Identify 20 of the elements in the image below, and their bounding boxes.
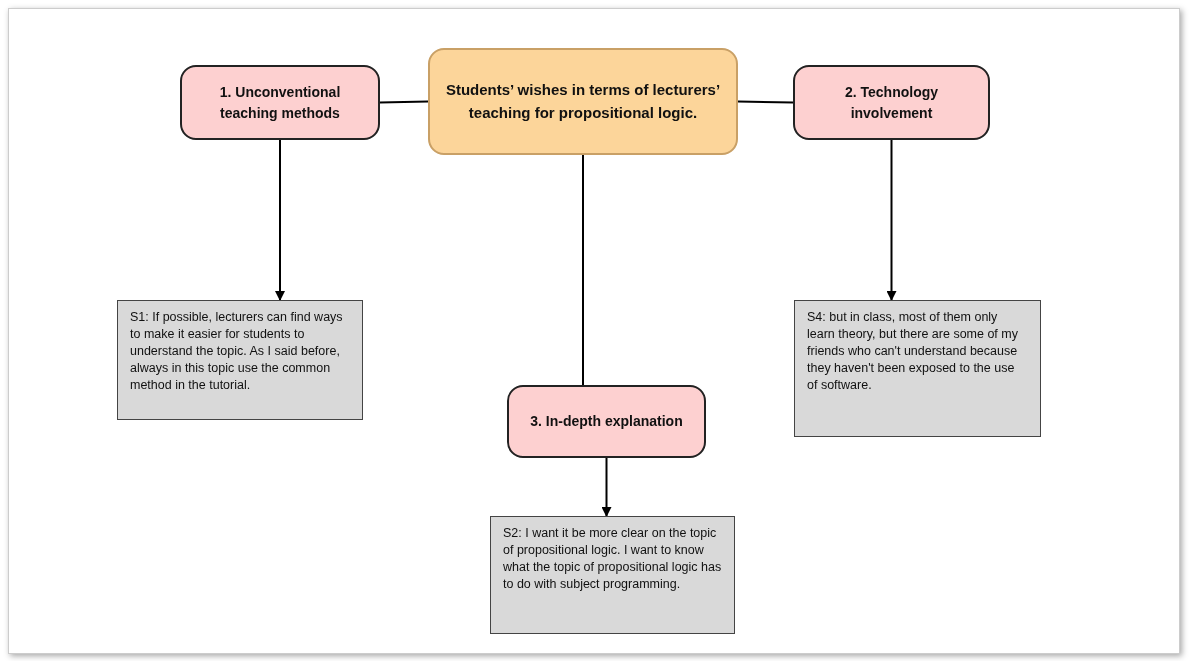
arrow xyxy=(601,457,612,517)
theme-box xyxy=(793,65,990,140)
central-topic-box xyxy=(428,48,738,155)
quote-box xyxy=(117,300,363,420)
box-label: 3. In-depth explanation xyxy=(530,412,683,431)
quote-text: S1: If possible, lecturers can find ways to make it easier for students to understand the topic. As I said before, always in this topic use the common method in the tutorial. xyxy=(130,309,344,394)
quote-box xyxy=(490,516,735,634)
quote-text: S4: but in class, most of them only learn theory, but there are some of my friends who can't understand because they haven't been exposed to the use of software. xyxy=(807,309,1019,394)
box-label: Students’ wishes in terms of lecturers’ teaching for propositional logic. xyxy=(444,80,722,123)
theme-box xyxy=(507,385,706,458)
quote-text: S2: I want it be more clear on the topic of propositional logic. I want to know what the topic of propositional logic has to do with subject programming. xyxy=(503,525,722,593)
connector-line xyxy=(737,100,794,104)
arrow xyxy=(886,139,897,301)
box-label: 1. Unconventional teaching methods xyxy=(218,82,342,123)
quote-box xyxy=(794,300,1041,437)
box-label: 2. Technology involvement xyxy=(843,82,940,123)
arrow xyxy=(275,139,285,301)
theme-box xyxy=(180,65,380,140)
connector-line xyxy=(379,100,429,104)
connector-line xyxy=(582,154,584,386)
